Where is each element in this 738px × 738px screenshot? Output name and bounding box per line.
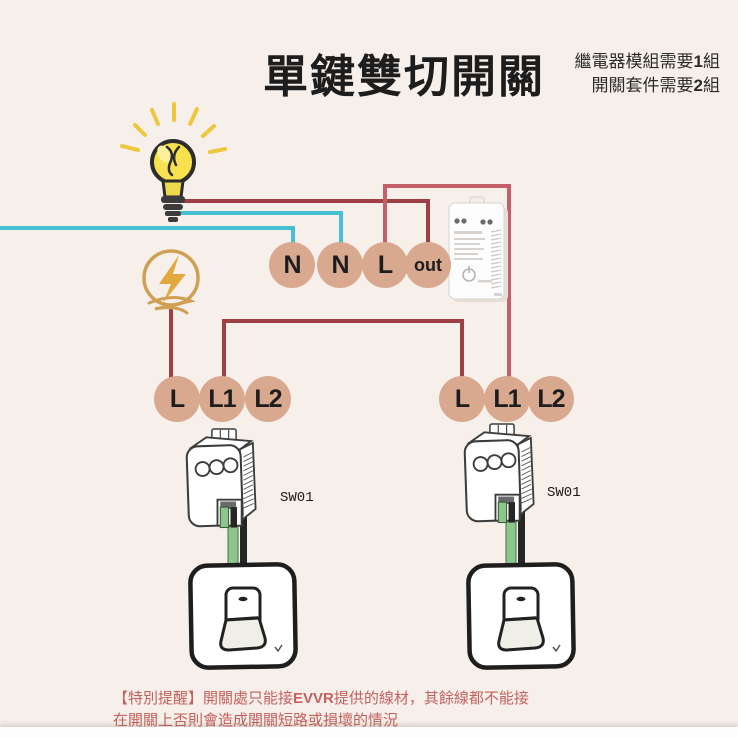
- power-source-icon: [142, 249, 200, 315]
- left-module-label: SW01: [280, 490, 314, 506]
- relay-power-icon: [462, 266, 492, 283]
- terminal-relay-n1: N: [269, 242, 315, 288]
- terminal-relay-n2: N: [317, 242, 363, 288]
- requirement-line-1: 繼電器模組需要1組: [574, 52, 720, 71]
- left-wall-switch-image: [190, 564, 296, 668]
- terminal-relay-l: L: [362, 242, 408, 288]
- light-bulb-icon: [120, 102, 227, 222]
- wire-relay-l-to-right-l1: [383, 184, 511, 378]
- terminal-left-l1: L1: [199, 376, 245, 422]
- page-title: 單鍵雙切開關: [263, 51, 546, 102]
- relay-module-image: [448, 196, 508, 302]
- wire-bulb-neutral: [181, 211, 343, 246]
- right-wall-switch-image: [468, 564, 574, 668]
- terminal-left-l: L: [154, 376, 200, 422]
- special-warning-note: 【特別提醒】開關處只能接EVVR提供的線材，其餘線都不能接 在開關上否則會造成開…: [113, 688, 673, 732]
- requirement-line-2: 開關套件需要2組: [591, 76, 720, 95]
- terminal-relay-out: out: [405, 242, 451, 288]
- left-switch-module-image: [185, 427, 257, 529]
- requirement-note: 繼電器模組需要1組 開關套件需要2組: [575, 50, 720, 98]
- right-switch-module-image: [463, 422, 535, 524]
- wire-mains-neutral: [0, 226, 295, 246]
- terminal-right-l2: L2: [528, 376, 574, 422]
- wire-left-l1-to-right-l: [222, 319, 464, 378]
- right-module-label: SW01: [547, 485, 581, 501]
- warning-line-1: 【特別提醒】開關處只能接EVVR提供的線材，其餘線都不能接: [113, 690, 529, 707]
- warning-line-2: 在開關上否則會造成開關短路或損壞的情況: [113, 712, 399, 729]
- wire-relay-out-to-bulb: [180, 199, 430, 246]
- terminal-left-l2: L2: [245, 376, 291, 422]
- terminal-right-l1: L1: [484, 376, 530, 422]
- terminal-right-l: L: [439, 376, 485, 422]
- page-bottom-edge: [0, 727, 738, 738]
